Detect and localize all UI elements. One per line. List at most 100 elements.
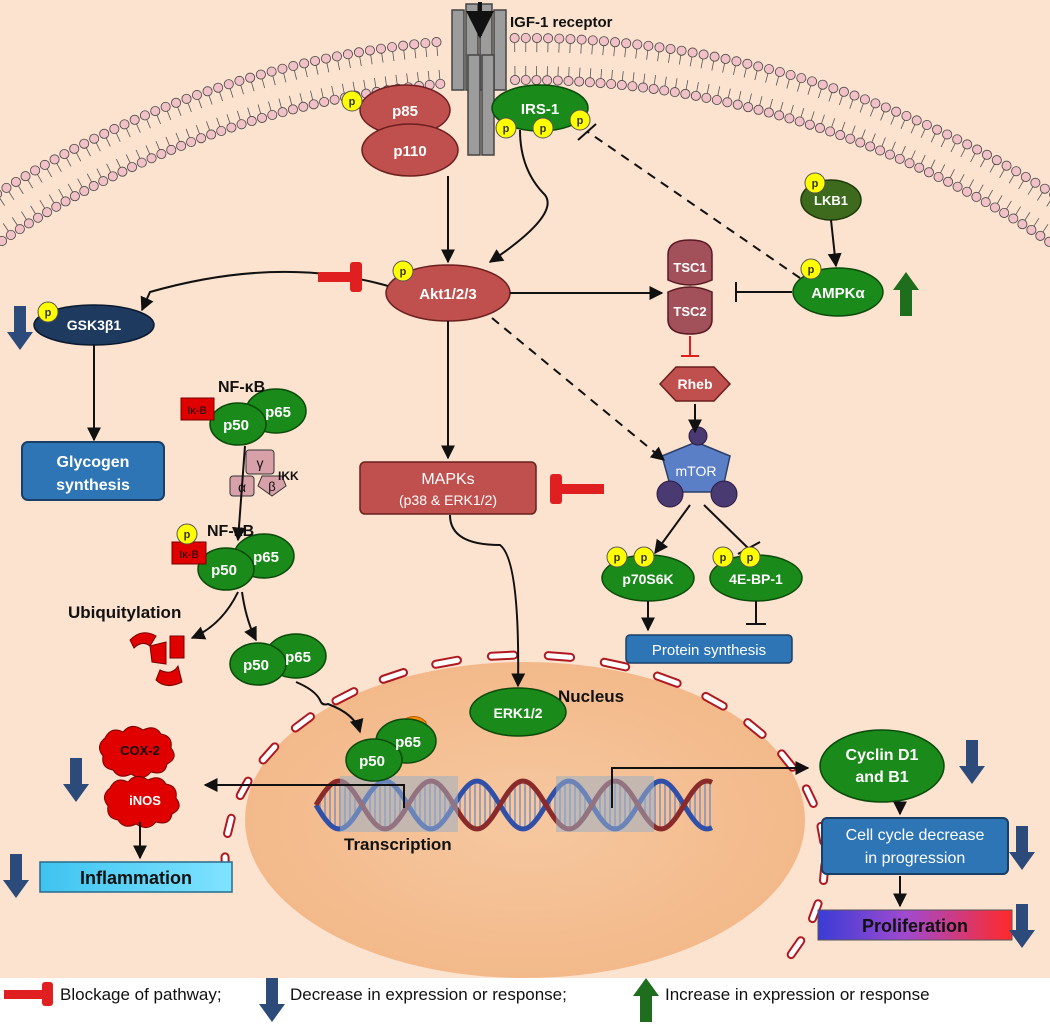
proliferation-decrease-arrow xyxy=(1009,904,1035,948)
degraded-ikb-fragments xyxy=(129,632,185,686)
inflammation-label: Inflammation xyxy=(80,868,192,888)
ubiquitylation-label: Ubiquitylation xyxy=(68,603,181,622)
irs1-inhibition-bar xyxy=(577,123,597,141)
inos-cloud xyxy=(104,776,180,828)
phospho-marker-label: p xyxy=(503,123,510,135)
phospho-marker-label: p xyxy=(184,529,191,541)
legend-decrease-arrow xyxy=(259,978,285,1022)
tsc-complex xyxy=(667,239,713,335)
phospho-marker-label: p xyxy=(349,96,356,108)
cell-cycle-box xyxy=(821,817,1009,875)
rheb-label: Rheb xyxy=(678,376,713,392)
transcription-label: Transcription xyxy=(344,835,452,854)
p65-label-top: p65 xyxy=(265,404,291,421)
mapks-line1: MAPKs xyxy=(421,471,474,488)
phospho-marker xyxy=(37,301,59,323)
phospho-marker xyxy=(341,90,363,112)
nfkb-title-mid: NF-κB xyxy=(207,523,254,540)
dashed-arrows xyxy=(491,131,801,461)
nucleus-label: Nucleus xyxy=(558,687,624,706)
phospho-marker xyxy=(569,109,591,131)
nfkb-free-dimer xyxy=(229,633,327,686)
p65-label-free: p65 xyxy=(285,649,311,666)
irs1-label: IRS-1 xyxy=(521,101,559,118)
phospho-marker xyxy=(495,117,517,139)
erk-label: ERK1/2 xyxy=(493,705,542,721)
pi3k-complex xyxy=(359,84,459,177)
cyclin-line1: Cyclin D1 xyxy=(846,747,919,764)
phospho-marker-label: p xyxy=(641,552,648,564)
nfkb-complex-inactive xyxy=(180,388,307,446)
phospho-marker-label: p xyxy=(577,115,584,127)
legend-decrease-text: Decrease in expression or response; xyxy=(290,985,567,1004)
cyclin-line2: and B1 xyxy=(855,769,908,786)
cyclin-decrease-arrow xyxy=(959,740,985,784)
legend-increase-arrow xyxy=(633,978,659,1022)
ikb-label-mid: Iκ-B xyxy=(179,549,199,561)
rheb-protein xyxy=(658,366,732,402)
nfkb-title-top: NF-κB xyxy=(218,379,265,396)
nfkb-complex-phospho xyxy=(171,533,295,591)
lkb1-label: LKB1 xyxy=(814,193,848,208)
phospho-marker-label: p xyxy=(400,266,407,278)
ikk-gamma: γ xyxy=(257,455,264,471)
phospho-marker xyxy=(633,546,655,568)
cell-cycle-line2: in progression xyxy=(865,850,966,867)
erk-protein xyxy=(469,687,567,737)
pathway-arrows xyxy=(87,129,907,908)
p50-label-top: p50 xyxy=(223,417,249,434)
p85-label: p85 xyxy=(392,103,418,120)
mapk-blockage-symbol xyxy=(550,474,604,504)
expression-arrows xyxy=(3,272,1035,1022)
phospho-marker-label: p xyxy=(45,307,52,319)
akt-label: Akt1/2/3 xyxy=(419,286,477,303)
p50-label-free: p50 xyxy=(243,657,269,674)
promoter-highlight-right xyxy=(556,776,654,832)
receptor-label: IGF-1 receptor xyxy=(510,14,613,31)
glycogen-box xyxy=(21,441,165,501)
legend-blockage-icon xyxy=(4,982,53,1006)
p65-label-mid: p65 xyxy=(253,549,279,566)
tsc2-label: TSC2 xyxy=(673,304,706,319)
igf1-receptor xyxy=(451,2,507,156)
ampk-increase-arrow xyxy=(893,272,919,316)
mapks-box xyxy=(359,461,537,515)
p65-label-nuc: p65 xyxy=(395,734,421,751)
tsc1-label: TSC1 xyxy=(673,260,706,275)
phospho-marker-label: p xyxy=(540,123,547,135)
inflammation-decrease-arrow xyxy=(3,854,29,898)
phospho-marker-label: p xyxy=(747,552,754,564)
glycogen-line2: synthesis xyxy=(56,477,130,494)
p70s6k-label: p70S6K xyxy=(622,571,673,587)
inos-label: iNOS xyxy=(129,793,161,808)
phospho-marker xyxy=(176,523,198,545)
phospho-marker xyxy=(800,258,822,280)
mapks-line2: (p38 & ERK1/2) xyxy=(399,492,497,508)
phospho-marker xyxy=(804,172,826,194)
proliferation-label: Proliferation xyxy=(862,916,968,936)
phospho-marker xyxy=(392,260,414,282)
protein-synthesis-label: Protein synthesis xyxy=(652,642,766,659)
phospho-marker xyxy=(739,546,761,568)
p110-label: p110 xyxy=(393,143,426,160)
bp1-label: 4E-BP-1 xyxy=(729,571,783,587)
glycogen-line1: Glycogen xyxy=(57,454,130,471)
phospho-marker xyxy=(712,546,734,568)
ikk-beta: β xyxy=(268,479,275,494)
phospho-marker-label: p xyxy=(808,264,815,276)
legend: Blockage of pathway; Decrease in express… xyxy=(4,982,930,1006)
gsk3b-decrease-arrow xyxy=(7,306,33,350)
cyclin-protein xyxy=(819,729,945,803)
phospho-marker-label: p xyxy=(720,552,727,564)
phospho-marker xyxy=(532,117,554,139)
phospho-marker xyxy=(606,546,628,568)
ikk-label: IKK xyxy=(278,469,299,483)
legend-background xyxy=(0,978,1050,1024)
p50-label-nuc: p50 xyxy=(359,753,385,770)
cell-cycle-line1: Cell cycle decrease xyxy=(846,827,985,844)
ampk-protein xyxy=(792,267,884,317)
ampk-label: AMPKα xyxy=(811,285,865,302)
